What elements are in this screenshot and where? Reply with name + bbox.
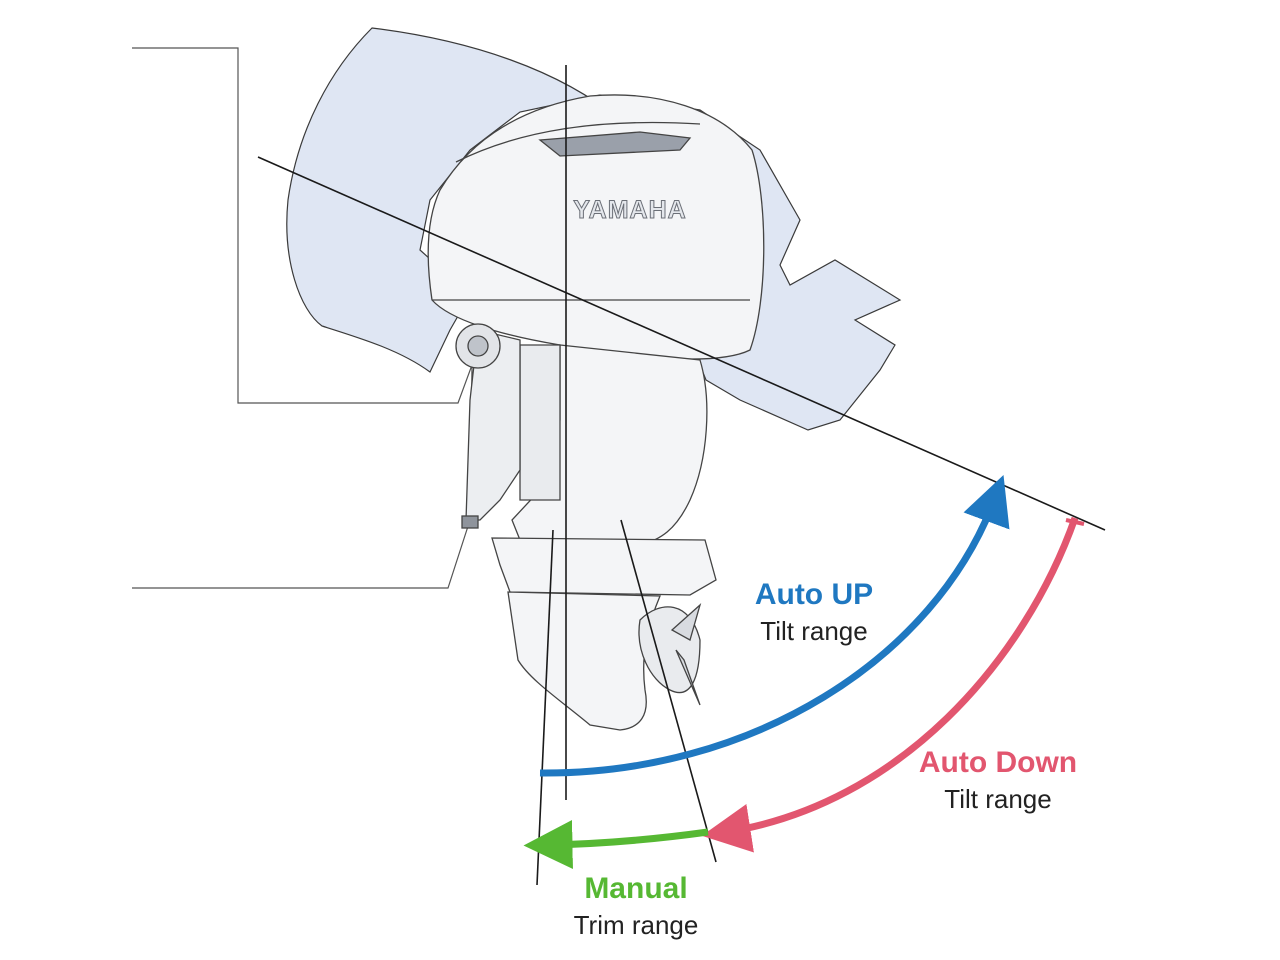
trim-limit-line-far xyxy=(620,519,717,863)
auto-up-arrow xyxy=(539,475,1010,777)
engine-lower-unit xyxy=(491,537,717,731)
engine-cowling xyxy=(427,94,765,360)
manual-title: Manual xyxy=(584,872,688,905)
auto-down-subtitle: Tilt range xyxy=(944,784,1052,814)
auto-up-title: Auto UP xyxy=(754,578,874,611)
full-tilt-line xyxy=(257,156,1106,531)
auto-down-tick xyxy=(1065,518,1085,526)
transom-outline xyxy=(132,47,473,589)
auto-up-subtitle: Tilt range xyxy=(760,616,868,646)
manual-subtitle: Trim range xyxy=(573,910,699,940)
auto-down-arrow xyxy=(701,516,1079,853)
auto-down-title: Auto Down xyxy=(918,746,1078,779)
manual-arrow xyxy=(523,820,709,870)
cowling-brand-mark: YAMAHA xyxy=(573,196,686,224)
engine-midsection xyxy=(455,323,708,546)
